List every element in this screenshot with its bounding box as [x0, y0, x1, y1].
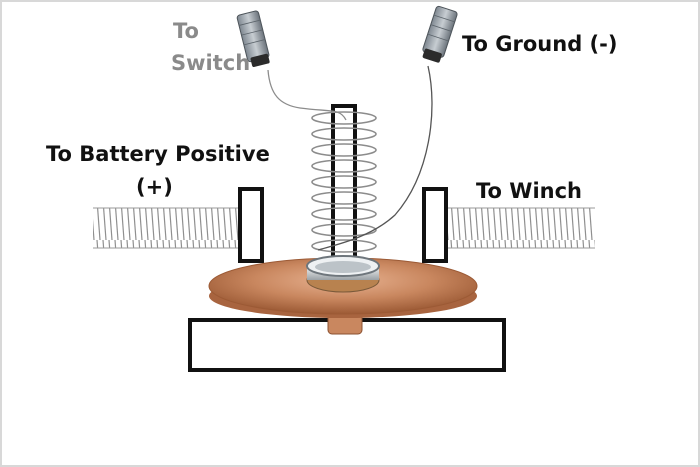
switch-wire [267, 69, 347, 121]
battery-label-line2: (+) [136, 175, 173, 199]
switch-label-line1: To [173, 19, 199, 43]
center-cup [306, 255, 380, 293]
left-threaded-stud [93, 207, 240, 249]
ground-label: To Ground (-) [462, 32, 618, 56]
switch-connector [236, 10, 270, 67]
right-terminal-post [422, 187, 448, 263]
left-terminal-post [238, 187, 264, 263]
ground-connector [422, 5, 458, 63]
winch-label: To Winch [476, 179, 582, 203]
ground-wire [317, 65, 433, 251]
right-threaded-stud [445, 207, 595, 249]
switch-label-line2: Switch [171, 51, 251, 75]
coil-spring [311, 111, 377, 253]
battery-label-line1: To Battery Positive [46, 142, 270, 166]
